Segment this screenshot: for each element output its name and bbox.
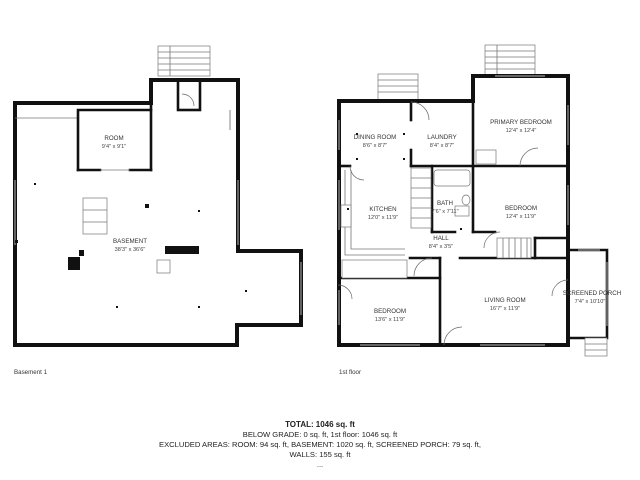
total-area: TOTAL: 1046 sq. ft [0, 420, 640, 430]
basement-floor-plan: ROOM 9'4" x 9'1" BASEMENT 38'3" x 36'6" … [13, 45, 303, 376]
walls-line: WALLS: 155 sq. ft [289, 450, 351, 459]
room-dimensions: 16'7" x 11'9" [490, 306, 520, 312]
room-dimensions: 8'4" x 3'5" [429, 244, 453, 250]
room-dimensions: 38'3" x 36'6" [115, 247, 146, 253]
basement-exterior-stairs [157, 45, 211, 77]
basement-post [79, 250, 84, 256]
basement-appliance [156, 259, 171, 274]
room-label: HALL [433, 235, 449, 242]
toilet [461, 194, 471, 206]
front-exterior-stairs [377, 73, 419, 101]
interior-stairs [410, 167, 432, 229]
room-dimensions: 8'6" x 8'7" [363, 143, 387, 149]
basement-beam [165, 246, 199, 254]
door-swing [443, 326, 463, 346]
door-swing [410, 101, 430, 121]
room-label: PRIMARY BEDROOM [490, 119, 552, 126]
room-dimensions: 7'4" x 10'10" [575, 299, 606, 305]
room-dimensions: 12'4" x 12'4" [506, 128, 537, 134]
room-label: SCREENED PORCH [563, 290, 621, 297]
basement-outer-wall [13, 78, 303, 347]
room-dimensions: 12'4" x 11'9" [506, 214, 536, 220]
kitchen-counter [344, 170, 405, 256]
area-summary: TOTAL: 1046 sq. ft BELOW GRADE: 0 sq. ft… [0, 420, 640, 470]
floor-caption: Basement 1 [14, 369, 48, 376]
room-dimensions: 13'6" x 11'9" [375, 317, 405, 323]
small-room-wall [76, 108, 153, 172]
porch-steps [584, 337, 608, 357]
room-label: BASEMENT [113, 238, 147, 245]
porch-stairs [496, 237, 532, 259]
room-dimensions: 9'4" x 9'1" [102, 144, 126, 150]
bath-sink [454, 205, 470, 217]
room-label: DINING ROOM [354, 134, 397, 141]
room-label: LIVING ROOM [484, 297, 525, 304]
room-label: LAUNDRY [427, 134, 456, 141]
rear-exterior-stairs [484, 44, 536, 76]
basement-post [145, 204, 149, 208]
basement-stair-fixture [82, 197, 108, 235]
basement-stair-enclosure [176, 78, 202, 112]
ellipsis-line: ... [316, 460, 324, 469]
below-grade-line: BELOW GRADE: 0 sq. ft, 1st floor: 1046 s… [242, 430, 398, 439]
door-swing [337, 284, 353, 300]
floor-caption: 1st floor [339, 369, 361, 376]
door-swing [551, 279, 569, 297]
total-value: 1046 sq. ft [315, 420, 355, 429]
room-label: KITCHEN [369, 206, 396, 213]
door-swing [413, 257, 433, 277]
room-label: BEDROOM [505, 205, 537, 212]
room-dimensions: 7'6" x 7'11" [431, 209, 458, 215]
room-label: BATH [437, 200, 453, 207]
room-label: BEDROOM [374, 308, 406, 315]
basement-post [68, 257, 80, 270]
excluded-areas-line: EXCLUDED AREAS: ROOM: 94 sq. ft, BASEMEN… [159, 440, 481, 449]
door-swing [349, 165, 365, 181]
kitchen-sink [340, 204, 352, 228]
basement-door-swing [181, 93, 195, 107]
laundry-appliance [475, 149, 497, 165]
kitchen-counter [350, 170, 405, 250]
room-dimensions: 8'4" x 8'7" [430, 143, 454, 149]
door-swing [519, 147, 539, 167]
room-dimensions: 12'0" x 11'9" [368, 215, 398, 221]
total-label: TOTAL: [285, 420, 314, 429]
kitchen-lower-cabinet [341, 259, 408, 279]
first-floor-plan: DINING ROOM 8'6" x 8'7" LAUNDRY 8'4" x 8… [337, 44, 621, 376]
bathtub [433, 169, 471, 187]
door-swing [483, 231, 501, 249]
room-label: ROOM [104, 135, 123, 142]
